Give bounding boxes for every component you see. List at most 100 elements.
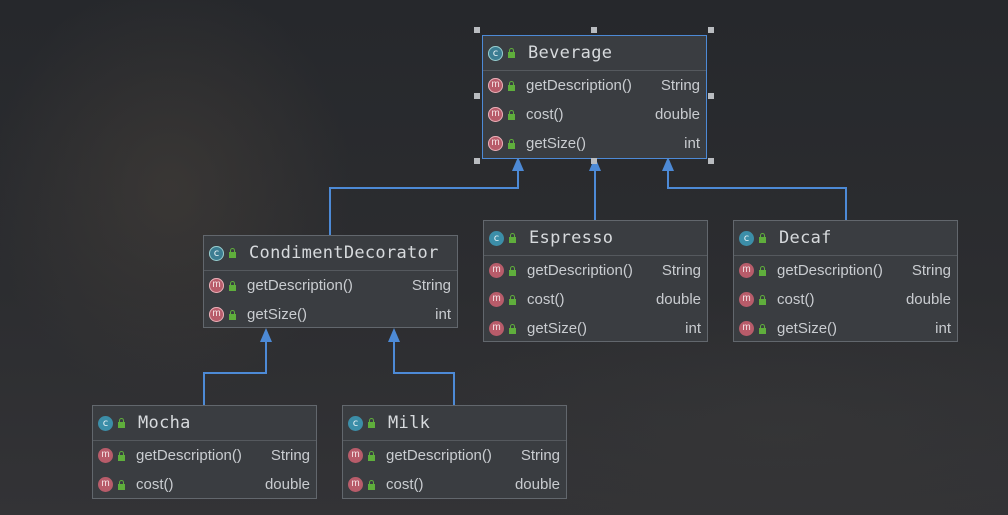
class-icon: c <box>98 415 113 431</box>
public-lock-icon <box>368 450 375 461</box>
public-lock-icon <box>229 309 236 320</box>
method-name: cost() <box>386 476 424 493</box>
public-lock-icon <box>118 450 125 461</box>
arrowhead-beverage-left <box>512 157 524 171</box>
method-row[interactable]: m getDescription() String <box>93 441 316 470</box>
public-lock-icon <box>509 233 516 243</box>
public-lock-icon <box>509 265 516 276</box>
method-icon: m <box>98 477 113 492</box>
public-lock-icon <box>229 280 236 291</box>
method-return-type: String <box>270 447 310 464</box>
method-row[interactable]: m cost() double <box>483 100 706 129</box>
method-row[interactable]: m getDescription() String <box>734 256 957 285</box>
method-return-type: String <box>911 262 951 279</box>
method-icon: m <box>489 321 504 336</box>
method-name: cost() <box>526 106 564 123</box>
public-lock-icon <box>508 109 515 120</box>
method-name: getSize() <box>527 320 588 337</box>
method-icon: m <box>489 263 504 278</box>
class-header[interactable]: c Mocha <box>93 406 316 441</box>
abstract-method-icon: m <box>209 307 224 322</box>
method-icon: m <box>739 321 754 336</box>
method-name: cost() <box>136 476 174 493</box>
method-row[interactable]: m cost() double <box>484 285 707 314</box>
method-return-type: String <box>661 262 701 279</box>
method-icon: m <box>489 292 504 307</box>
class-header[interactable]: c Beverage <box>483 36 706 71</box>
selection-handle[interactable] <box>708 158 714 164</box>
selection-handle[interactable] <box>474 158 480 164</box>
edge-mocha-condimentdecorator <box>203 341 267 405</box>
method-name: getDescription() <box>136 447 242 464</box>
selection-handle[interactable] <box>708 93 714 99</box>
abstract-method-icon: m <box>209 278 224 293</box>
public-lock-icon <box>508 80 515 91</box>
class-name: Mocha <box>138 413 191 433</box>
method-icon: m <box>348 477 363 492</box>
method-icon: m <box>739 292 754 307</box>
selection-handle[interactable] <box>591 27 597 33</box>
public-lock-icon <box>759 294 766 305</box>
method-return-type: int <box>685 320 701 337</box>
method-return-type: int <box>435 306 451 323</box>
selection-handle[interactable] <box>474 27 480 33</box>
class-icon: c <box>489 230 504 246</box>
abstract-method-icon: m <box>488 136 503 151</box>
method-name: getDescription() <box>777 262 883 279</box>
method-name: cost() <box>527 291 565 308</box>
method-name: getSize() <box>247 306 308 323</box>
method-icon: m <box>348 448 363 463</box>
abstract-method-icon: m <box>488 107 503 122</box>
abstract-method-icon: m <box>488 78 503 93</box>
method-return-type: String <box>411 277 451 294</box>
arrowhead-beverage-center <box>589 157 601 171</box>
class-header[interactable]: c Espresso <box>484 221 707 256</box>
public-lock-icon <box>508 138 515 149</box>
method-icon: m <box>739 263 754 278</box>
public-lock-icon <box>759 265 766 276</box>
class-name: Espresso <box>529 228 614 248</box>
arrowhead-beverage-right <box>662 157 674 171</box>
method-return-type: String <box>520 447 560 464</box>
edge-milk-condimentdecorator <box>393 341 455 405</box>
method-row[interactable]: m getSize() int <box>484 314 707 343</box>
method-name: getSize() <box>526 135 587 152</box>
public-lock-icon <box>509 294 516 305</box>
method-icon: m <box>98 448 113 463</box>
edge-condimentdecorator-beverage <box>329 166 519 235</box>
method-row[interactable]: m getDescription() String <box>343 441 566 470</box>
abstract-class-icon: c <box>488 45 503 61</box>
public-lock-icon <box>759 323 766 334</box>
selection-handle[interactable] <box>591 158 597 164</box>
selection-handle[interactable] <box>474 93 480 99</box>
method-return-type: double <box>655 291 701 308</box>
class-icon: c <box>739 230 754 246</box>
method-row[interactable]: m getSize() int <box>204 300 457 329</box>
method-return-type: int <box>935 320 951 337</box>
method-return-type: double <box>905 291 951 308</box>
selection-handle[interactable] <box>708 27 714 33</box>
class-name: Beverage <box>528 43 613 63</box>
public-lock-icon <box>759 233 766 243</box>
method-name: getDescription() <box>386 447 492 464</box>
method-return-type: double <box>654 106 700 123</box>
method-return-type: String <box>660 77 700 94</box>
